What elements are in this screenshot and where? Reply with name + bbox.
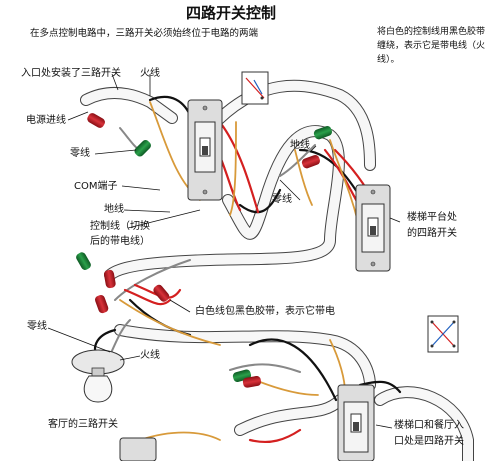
wire-nut-red-2 (301, 155, 320, 169)
switch-living-three-way (119, 437, 157, 462)
wire-nut-green-1 (134, 140, 151, 157)
label-neutral-left-top: 零线 (70, 148, 90, 159)
switch-landing-four-way (355, 184, 391, 272)
label-stair-dining-1: 楼梯口和餐厅入 (394, 420, 464, 431)
label-neutral-left-bottom: 零线 (27, 321, 47, 332)
wire-nut-red-1 (87, 113, 105, 128)
label-control-wire-1: 控制线（切换 (90, 221, 150, 232)
switch-entry-three-way (187, 99, 223, 201)
intro-text: 在多点控制电路中，三路开关必须始终位于电路的两端 (30, 28, 259, 39)
label-hot-top: 火线 (140, 68, 160, 79)
label-com-terminal: COM端子 (74, 181, 118, 192)
label-ground: 地线 (104, 204, 124, 215)
label-control-wire-2: 后的带电线） (90, 236, 150, 247)
label-landing-1: 楼梯平台处 (407, 212, 457, 223)
label-power-cable: 电源进线 (26, 115, 66, 126)
diagram-title: 四路开关控制 (186, 4, 277, 22)
label-entry-three-way: 入口处安装了三路开关 (21, 68, 121, 79)
light-bulb-icon (71, 349, 125, 403)
label-living-room: 客厅的三路开关 (48, 419, 118, 430)
leader-lines (47, 73, 401, 429)
label-neutral-mid: 零线 (272, 194, 292, 205)
wire-nut-green-3 (76, 252, 91, 270)
label-ground-right: 地线 (290, 140, 310, 151)
label-white-taped: 白色线包黑色胶带，表示它带电 (195, 306, 335, 317)
wire-nut-red-3 (103, 269, 116, 289)
side-note-line1: 将白色的控制线用黑色胶带 (377, 27, 486, 37)
three-way-switch-icon (241, 71, 269, 105)
side-note-line3: 线）。 (377, 55, 400, 65)
label-hot-bottom: 火线 (140, 350, 160, 361)
label-stair-dining-2: 口处是四路开关 (394, 436, 464, 447)
four-way-switch-icon (427, 315, 459, 353)
wire-nut-red-6 (242, 375, 262, 388)
switch-stair-dining-four-way (337, 384, 375, 462)
ground-wires (119, 101, 359, 441)
label-landing-2: 的四路开关 (407, 228, 457, 239)
side-note-line2: 缠绕，表示它是带电线（火 (377, 41, 486, 51)
wire-nut-red-4 (153, 284, 170, 302)
wire-nut-red-5 (95, 295, 109, 314)
wire-nut-green-2 (313, 126, 332, 140)
